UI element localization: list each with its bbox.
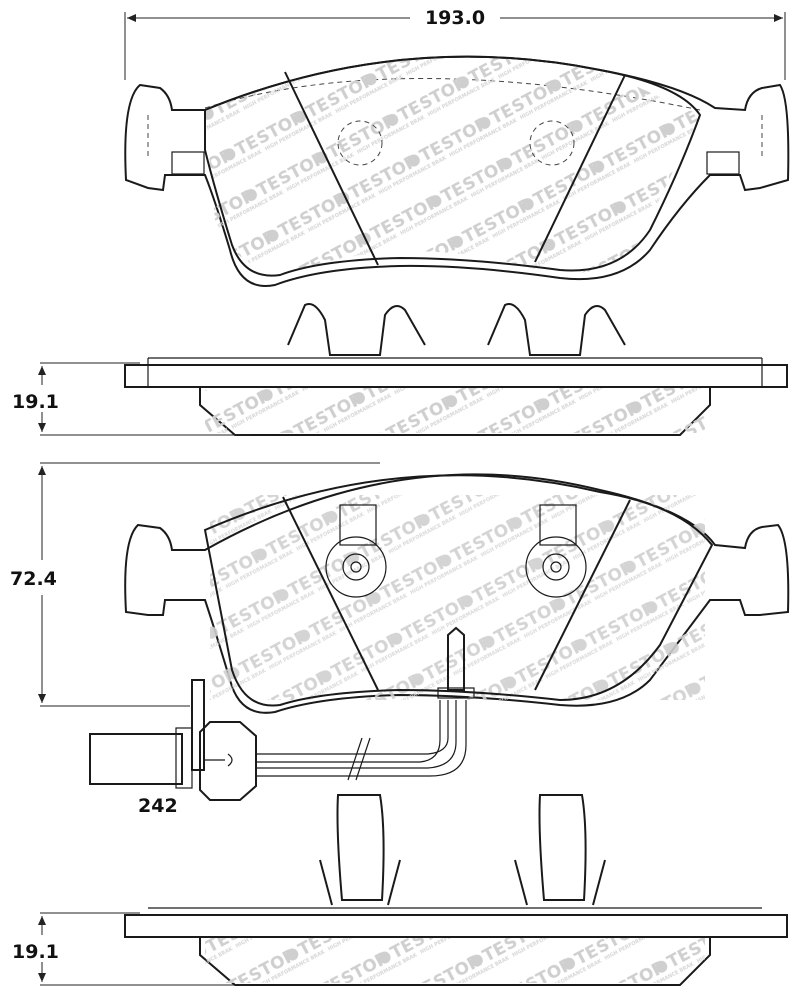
- pad-side-view-top: 19.1: [12, 357, 788, 436]
- thickness-bottom-label: 19.1: [12, 941, 59, 963]
- thickness-top-label: 19.1: [12, 391, 59, 413]
- sensor-length-label: 242: [138, 795, 178, 817]
- height-label: 72.4: [10, 568, 57, 590]
- guide-pin-left: [325, 504, 387, 598]
- pad-backing-view: 72.4: [10, 462, 790, 714]
- abutment-clips-bottom: [319, 794, 606, 906]
- stoptech-watermark: [205, 56, 700, 274]
- width-dimension-label: 193.0: [425, 7, 485, 29]
- shim-clips-top: [287, 303, 626, 356]
- width-dimension: 193.0: [124, 7, 786, 80]
- pad-top-view: [124, 55, 790, 287]
- guide-pin-right: [525, 504, 587, 598]
- wear-sensor: 242: [89, 626, 475, 817]
- pad-side-view-bottom: 19.1: [12, 907, 788, 986]
